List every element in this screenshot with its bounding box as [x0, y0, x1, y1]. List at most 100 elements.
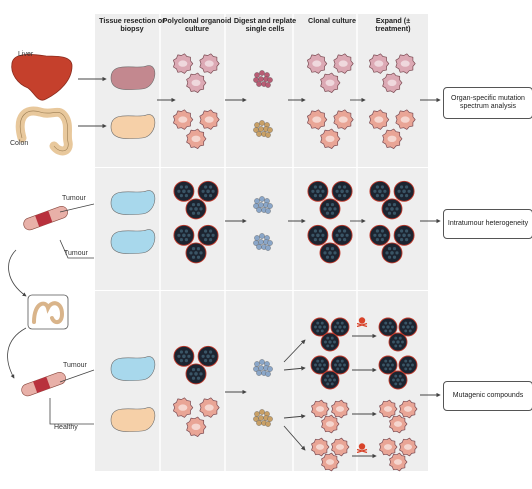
- tumour-cell-dot: [402, 325, 405, 329]
- tumour-cell-dot: [330, 374, 334, 378]
- tumour-cell-dot: [313, 185, 317, 189]
- tumour-cell-dot: [318, 194, 322, 198]
- liver-expanded-organoid: [382, 72, 403, 93]
- liver-organoid: [173, 53, 194, 74]
- tumour-cell-dot: [336, 329, 340, 333]
- tumour-cell-dot: [395, 207, 399, 211]
- tumour-cell-dot: [334, 363, 337, 367]
- single-cell: [265, 82, 271, 88]
- tumour-organoid: [173, 180, 195, 202]
- tumour-cell-dot: [340, 329, 344, 333]
- organoid-lumen: [312, 116, 322, 123]
- single-cell: [265, 245, 271, 251]
- tumour-cell-dot: [375, 238, 379, 242]
- organoid-lumen: [338, 116, 348, 123]
- tumour-label-upper-bottom: Tumour: [64, 250, 88, 257]
- colon-expanded-organoid: [382, 128, 403, 149]
- tumour-cell-dot: [330, 202, 335, 207]
- tumour-cell-dot: [206, 233, 210, 238]
- organoid: [331, 437, 350, 457]
- tumour-cell-dot: [404, 367, 408, 371]
- tumour-cell-dot: [408, 359, 412, 363]
- tumour-cell-dot: [391, 325, 394, 329]
- tumour-cell-dot: [324, 340, 327, 344]
- outcome-box-mutagenic-compounds: Mutagenic compounds: [443, 381, 532, 411]
- organoid-lumen: [191, 423, 201, 430]
- tumour-cell-dot: [400, 185, 404, 189]
- organoid: [379, 437, 398, 457]
- tumour-cell-dot: [345, 233, 349, 237]
- tumour-cell-dot: [400, 229, 404, 233]
- tumour-cell-dot: [378, 189, 382, 194]
- tumour-cell-dot: [199, 251, 203, 255]
- tumour-cell-dot: [384, 321, 388, 325]
- tumour-cell-dot: [380, 185, 384, 189]
- healthy-organoid: [199, 397, 220, 418]
- single-cell: [267, 240, 273, 246]
- tumour-cell-dot: [326, 336, 330, 340]
- intestine-icon-lower: [21, 372, 66, 397]
- tumour-cell-dot: [204, 350, 208, 354]
- tumour-cell-dot: [397, 189, 401, 193]
- tumour-organoid: [173, 224, 195, 246]
- organoid-lumen: [393, 459, 403, 465]
- tumour-cell-dot: [386, 325, 390, 329]
- tumour-cell-dot: [398, 382, 402, 386]
- organoid: [379, 399, 398, 419]
- tumour-cell-dot: [336, 367, 340, 371]
- tumour-cell-dot: [179, 185, 183, 189]
- tumour-cell-dot: [326, 374, 330, 378]
- organoid-lumen: [387, 79, 397, 87]
- tumour-cell-dot: [201, 354, 205, 358]
- tumour-cell-dot: [189, 372, 193, 376]
- tumour-cell-dot: [402, 233, 406, 238]
- liver-expanded-organoid: [369, 53, 390, 74]
- liver-organoid: [186, 72, 207, 93]
- tumour-cell-dot: [388, 329, 392, 333]
- tumour-label-upper-top: Tumour: [62, 195, 86, 202]
- single-cell: [265, 132, 271, 138]
- organoid-lumen: [178, 404, 188, 411]
- single-cell: [267, 77, 273, 83]
- organoid-lumen: [374, 116, 384, 123]
- tumour-cell-dot: [408, 329, 412, 333]
- curve-arrow-lower: [7, 327, 27, 379]
- tumour-cell-dot: [333, 251, 337, 255]
- single-cell: [258, 415, 264, 421]
- tumour-cell-dot: [397, 233, 401, 237]
- tumour-cell-dot: [405, 238, 409, 242]
- tumour-cell-dot: [336, 321, 340, 325]
- tumour-cell-dot: [378, 233, 382, 238]
- tumour-organoid: [369, 180, 391, 202]
- liver-icon: [11, 54, 73, 101]
- tumour-cell-dot: [204, 238, 208, 242]
- colon-expanded-organoid: [395, 109, 416, 130]
- tumour-cell-dot: [375, 194, 379, 198]
- tumour-cell-dot: [204, 194, 208, 198]
- organoid-lumen: [315, 406, 325, 412]
- organoid-lumen: [204, 60, 214, 67]
- tumour-cell-dot: [314, 325, 317, 329]
- tumour-cell-dot: [199, 207, 203, 211]
- organoid-lumen: [325, 79, 335, 87]
- tumour-cell-dot: [338, 363, 342, 367]
- tumour-cell-dot: [411, 325, 414, 329]
- organoid: [331, 399, 350, 419]
- tumour-cell-dot: [318, 363, 322, 367]
- tumour-cell-dot: [209, 359, 213, 363]
- tumour-cell-dot: [386, 363, 390, 367]
- organoid-lumen: [204, 404, 214, 411]
- tumour-cell-dot: [398, 374, 402, 378]
- single-cell: [259, 233, 265, 239]
- curve-arrow-upper: [8, 249, 27, 297]
- tumour-cell-dot: [182, 354, 186, 359]
- organoid: [399, 399, 418, 419]
- tumour-cell-dot: [191, 211, 196, 215]
- tumour-organoid: [398, 317, 418, 337]
- organoid-lumen: [191, 79, 201, 87]
- tumour-organoid: [307, 224, 329, 246]
- liver-clonal-organoid: [333, 53, 354, 74]
- tumour-cell-dot: [387, 246, 392, 251]
- tumour-cell-dot: [316, 367, 320, 371]
- tumour-cell-dot: [407, 233, 411, 237]
